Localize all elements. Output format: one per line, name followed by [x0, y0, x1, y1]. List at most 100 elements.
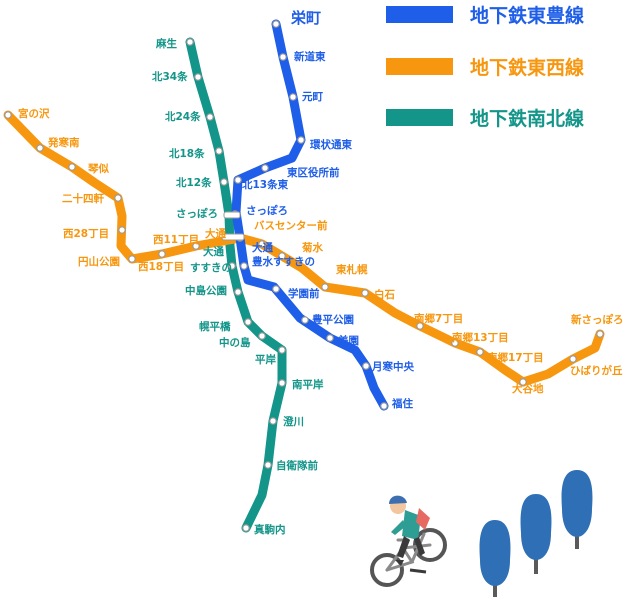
station-marker-gakuen-mae[interactable] [272, 285, 280, 293]
station-marker-susukino[interactable] [228, 262, 236, 270]
station-label-kita13-higashi[interactable]: 北13条東 [242, 178, 289, 191]
station-label-kita34[interactable]: 北34条 [152, 70, 188, 83]
station-marker-nango13[interactable] [451, 339, 459, 347]
station-marker-nango18[interactable] [476, 348, 484, 356]
station-label-jieitai-mae[interactable]: 自衛隊前 [276, 459, 318, 472]
station-label-kotoni[interactable]: 琴似 [87, 163, 109, 175]
station-marker-shindohigashi[interactable] [279, 53, 287, 61]
station-label-namboku-sapporo[interactable]: さっぽろ [176, 207, 218, 220]
station-label-higashi-sapporo[interactable]: 東札幌 [336, 263, 368, 276]
station-label-tsukisamu-chuo[interactable]: 月寒中央 [371, 360, 414, 373]
station-label-kikusui[interactable]: 菊水 [301, 241, 323, 254]
station-marker-asabu[interactable] [186, 38, 194, 46]
station-label-horohira-bashi[interactable]: 幌平橋 [199, 320, 231, 333]
station-label-shin-sapporo[interactable]: 新さっぽろ [571, 313, 624, 326]
station-marker-kita18[interactable] [215, 147, 223, 155]
station-marker-kita24[interactable] [206, 113, 214, 121]
station-marker-sumikawa[interactable] [269, 417, 277, 425]
station-label-oyachi[interactable]: 大谷地 [512, 382, 544, 395]
station-marker-makomanai[interactable] [242, 524, 250, 532]
station-label-higashi-kuyakusho-mae[interactable]: 東区役所前 [287, 166, 340, 179]
station-marker-nijuyonken[interactable] [114, 194, 122, 202]
station-label-hiragishi[interactable]: 平岸 [255, 353, 276, 366]
station-marker-sakaemachi[interactable] [272, 20, 280, 28]
station-label-miyanosawa[interactable]: 宮の沢 [18, 107, 50, 120]
station-label-nango7[interactable]: 南郷7丁目 [414, 312, 463, 325]
station-label-makomanai[interactable]: 真駒内 [254, 523, 286, 536]
station-marker-minami-hiragishi[interactable] [278, 379, 286, 387]
station-marker-shin-sapporo[interactable] [596, 330, 604, 338]
station-label-motomachi[interactable]: 元町 [302, 91, 323, 103]
station-marker-maruyama-koen[interactable] [128, 255, 136, 263]
station-marker-kanjodori-higashi[interactable] [297, 136, 305, 144]
station-marker-oyachi[interactable] [519, 378, 527, 386]
station-label-sumikawa[interactable]: 澄川 [283, 415, 304, 428]
station-marker-jieitai-mae[interactable] [264, 461, 272, 469]
station-label-minami-hiragishi[interactable]: 南平岸 [292, 378, 324, 391]
station-marker-horohira-bashi[interactable] [244, 318, 252, 326]
station-label-hibarigaoka[interactable]: ひばりが丘 [570, 364, 623, 377]
station-marker-misono[interactable] [326, 334, 334, 342]
station-label-fukuzumi[interactable]: 福住 [391, 397, 413, 410]
station-label-nakajima-koen[interactable]: 中島公園 [185, 284, 227, 297]
station-marker-kita34[interactable] [194, 73, 202, 81]
station-marker-fukuzumi[interactable] [380, 402, 388, 410]
station-label-gakuen-mae[interactable]: 学園前 [288, 287, 320, 300]
station-label-nishi18[interactable]: 西18丁目 [138, 261, 184, 273]
station-label-nishi28[interactable]: 西28丁目 [63, 228, 109, 240]
station-label-kita18[interactable]: 北18条 [169, 147, 205, 160]
station-label-tozai-odori[interactable]: 大通 [205, 227, 226, 240]
legend-swatch-tozai [386, 58, 453, 75]
station-marker-kikusui[interactable] [278, 252, 286, 260]
station-marker-tsukisamu-chuo[interactable] [362, 362, 370, 370]
cyclist-illustration [370, 495, 447, 587]
station-label-nakanoshima[interactable]: 中の島 [219, 336, 251, 349]
station-marker-hibarigaoka[interactable] [569, 355, 577, 363]
interchange-marker-sapporo-interchange[interactable] [223, 211, 241, 219]
station-marker-higashi-kuyakusho-mae[interactable] [261, 164, 269, 172]
station-marker-toyohira-koen[interactable] [301, 316, 309, 324]
station-label-hosui-susukino[interactable]: 豊水すすきの [252, 255, 315, 268]
station-marker-nishi11[interactable] [192, 242, 200, 250]
station-label-asabu[interactable]: 麻生 [155, 37, 177, 50]
legend-swatch-namboku [386, 109, 453, 126]
station-label-shiroishi[interactable]: 白石 [374, 288, 395, 301]
station-label-susukino[interactable]: すすきの [190, 262, 232, 274]
station-label-toho-sapporo[interactable]: さっぽろ [246, 204, 288, 217]
station-marker-nishi28[interactable] [118, 226, 126, 234]
station-label-shindohigashi[interactable]: 新道東 [294, 50, 326, 63]
station-marker-bus-center-mae[interactable] [258, 240, 266, 248]
station-label-nango18[interactable]: 南郷17丁目 [487, 351, 544, 364]
station-label-toyohira-koen[interactable]: 豊平公園 [312, 313, 354, 326]
station-label-namboku-odori[interactable]: 大通 [203, 245, 224, 258]
station-marker-higashi-sapporo[interactable] [321, 283, 329, 291]
station-label-nishi11[interactable]: 西11丁目 [153, 234, 199, 246]
station-marker-shiroishi[interactable] [361, 289, 369, 297]
station-marker-nakanoshima[interactable] [258, 332, 266, 340]
station-marker-nishi18[interactable] [158, 250, 166, 258]
station-label-toho-odori[interactable]: 大通 [252, 241, 273, 254]
station-label-kita24[interactable]: 北24条 [165, 110, 201, 123]
interchange-marker-odori-interchange-bar[interactable] [221, 233, 245, 241]
station-label-nijuyonken[interactable]: 二十四軒 [62, 192, 104, 205]
station-marker-hiragishi[interactable] [278, 346, 286, 354]
station-label-misono[interactable]: 美園 [338, 334, 359, 347]
station-marker-miyanosawa[interactable] [4, 111, 12, 119]
tree-icon [479, 520, 511, 597]
station-label-maruyama-koen[interactable]: 円山公園 [78, 255, 120, 268]
station-label-hassamu-minami[interactable]: 発寒南 [47, 136, 80, 149]
station-label-nango13[interactable]: 南郷13丁目 [452, 331, 509, 344]
station-marker-motomachi[interactable] [289, 93, 297, 101]
station-marker-kotoni[interactable] [68, 163, 76, 171]
station-marker-hassamu-minami[interactable] [36, 144, 44, 152]
cyclist-icon [389, 495, 430, 574]
station-marker-nakajima-koen[interactable] [234, 288, 242, 296]
station-marker-kita12[interactable] [220, 178, 228, 186]
station-label-bus-center-mae[interactable]: バスセンター前 [254, 219, 328, 232]
station-label-sakaemachi[interactable]: 栄町 [290, 9, 321, 27]
station-label-kanjodori-higashi[interactable]: 環状通東 [310, 138, 352, 151]
station-marker-kita13-higashi[interactable] [234, 176, 242, 184]
station-marker-nango7[interactable] [416, 322, 424, 330]
station-marker-hosui-susukino[interactable] [240, 262, 248, 270]
station-label-kita12[interactable]: 北12条 [176, 176, 212, 189]
